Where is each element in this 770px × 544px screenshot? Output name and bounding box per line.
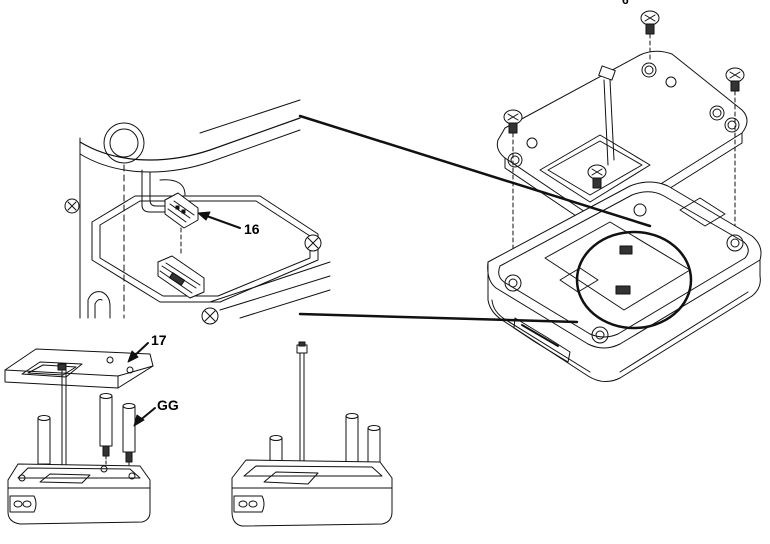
connector-part-16 [165, 193, 198, 228]
arrow-gg [134, 408, 155, 426]
assembled-view [232, 342, 392, 526]
exploded-enclosure [488, 11, 761, 382]
standoff-assembly [5, 343, 155, 524]
screw-top-center [641, 11, 659, 62]
callout-gg: GG [157, 397, 179, 413]
screw-center [588, 165, 606, 188]
standoff-right [123, 404, 135, 477]
callout-17: 17 [151, 332, 167, 348]
standoff-mid [100, 394, 112, 471]
base-enclosure [488, 182, 761, 382]
detail-view [65, 100, 330, 324]
callout-16: 16 [244, 221, 260, 237]
detail-screw-right [305, 235, 321, 251]
base-box-left [8, 464, 150, 524]
detail-highlight-circle [577, 232, 691, 328]
mounting-plate-17 [5, 349, 153, 388]
detail-screw-left [65, 199, 79, 213]
arrow-17 [128, 343, 148, 362]
ribbon-cable [599, 66, 616, 165]
detail-leader-lines [300, 116, 650, 322]
arrow-16 [198, 212, 240, 228]
board-connector [158, 256, 204, 298]
callout-6-partial: 6 [622, 0, 629, 7]
detail-screw-bottom [202, 308, 218, 324]
